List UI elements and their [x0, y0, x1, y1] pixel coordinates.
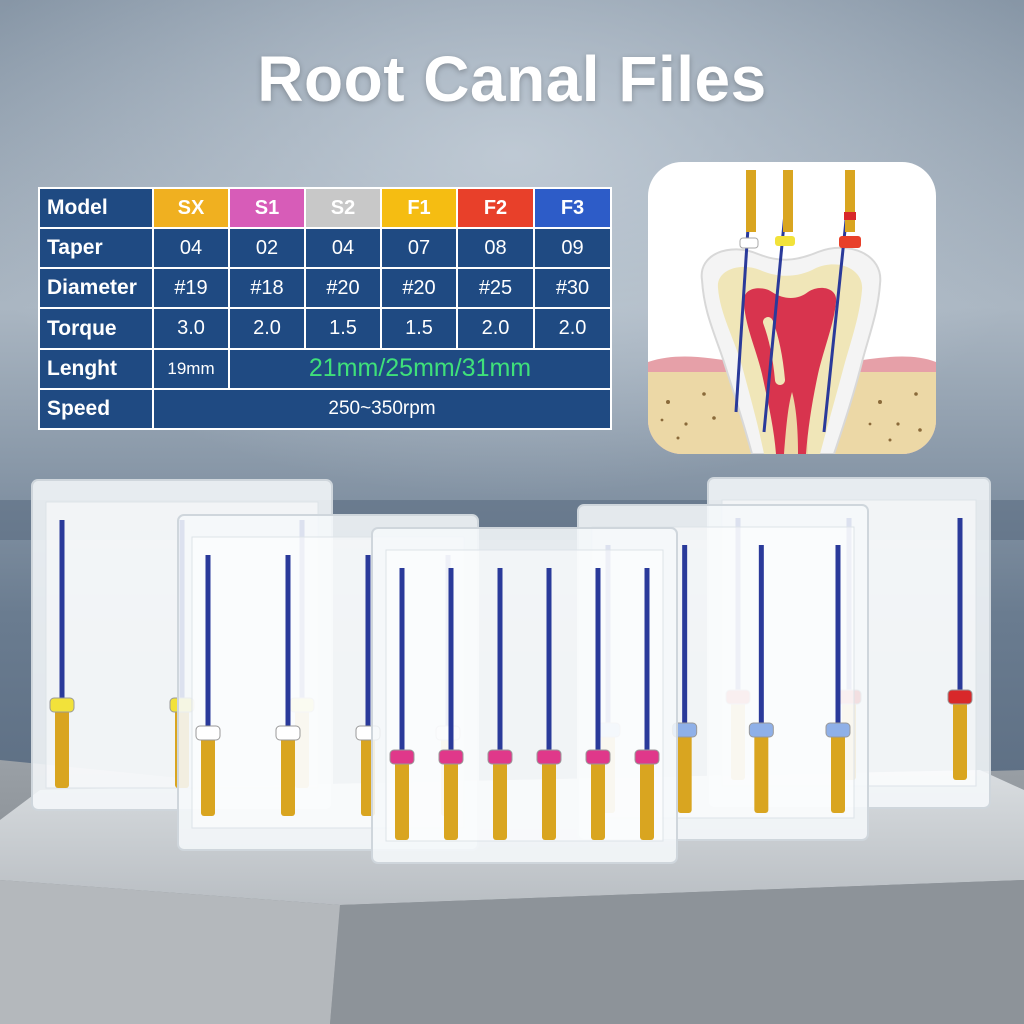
root-canal-file: [672, 545, 698, 813]
taper-cell: 02: [228, 227, 306, 270]
file-handle: [55, 708, 69, 788]
row-label-taper: Taper: [38, 227, 154, 270]
root-canal-file: [585, 568, 611, 840]
row-label-length: Lenght: [38, 347, 154, 390]
file-stopper: [195, 725, 221, 741]
model-f3: F3: [533, 186, 612, 230]
file-handle: [754, 733, 769, 813]
taper-cell: 08: [456, 227, 535, 270]
file-handle: [953, 700, 967, 780]
taper-cell: 04: [304, 227, 382, 270]
torque-row: Torque 3.0 2.0 1.5 1.5 2.0 2.0: [38, 307, 612, 350]
diameter-cell: #30: [533, 267, 612, 310]
file-left: [734, 170, 759, 413]
model-sx: SX: [152, 186, 230, 230]
file-handle: [640, 760, 654, 840]
taper-row: Taper 04 02 04 07 08 09: [38, 227, 612, 270]
row-label-speed: Speed: [38, 387, 154, 431]
root-canal-file: [195, 555, 221, 816]
file-handle: [542, 760, 556, 840]
file-box: [371, 527, 678, 864]
torque-cell: 2.0: [228, 307, 306, 350]
file-stopper: [585, 749, 611, 765]
torque-cell: 3.0: [152, 307, 230, 350]
file-boxes-scene: [31, 477, 991, 864]
file-stopper: [748, 722, 774, 738]
length-row: Lenght 19mm 21mm/25mm/31mm: [38, 347, 612, 390]
file-handle: [831, 733, 845, 813]
torque-cell: 2.0: [456, 307, 535, 350]
root-canal-file: [487, 568, 513, 840]
file-handle: [444, 760, 458, 840]
model-f2: F2: [456, 186, 535, 230]
root-canal-file: [825, 545, 851, 813]
file-stopper: [438, 749, 464, 765]
diameter-cell: #18: [228, 267, 306, 310]
file-handle: [493, 760, 507, 840]
speed-row: Speed 250~350rpm: [38, 387, 612, 431]
model-row: Model SX S1 S2 F1 F2 F3: [38, 186, 612, 230]
row-label-model: Model: [38, 186, 154, 230]
file-middle: [762, 170, 795, 433]
file-stopper: [536, 749, 562, 765]
length-sx: 19mm: [152, 347, 230, 390]
diameter-cell: #20: [304, 267, 382, 310]
root-canal-file: [634, 568, 660, 840]
length-others: 21mm/25mm/31mm: [228, 347, 612, 390]
taper-cell: 07: [380, 227, 458, 270]
file-stopper: [389, 749, 415, 765]
page-title: Root Canal Files: [257, 43, 767, 115]
file-handle: [281, 736, 295, 816]
file-stopper: [825, 722, 851, 738]
file-stopper: [487, 749, 513, 765]
root-canal-file: [49, 520, 75, 788]
torque-cell: 1.5: [304, 307, 382, 350]
file-stopper: [49, 697, 75, 713]
diameter-row: Diameter #19 #18 #20 #20 #25 #30: [38, 267, 612, 310]
diameter-cell: #25: [456, 267, 535, 310]
box-insert: [385, 549, 664, 842]
root-canal-file: [275, 555, 301, 816]
taper-cell: 04: [152, 227, 230, 270]
root-canal-file: [438, 568, 464, 840]
file-right: [822, 170, 861, 433]
root-canal-file: [389, 568, 415, 840]
diameter-cell: #20: [380, 267, 458, 310]
row-label-diameter: Diameter: [38, 267, 154, 310]
speed-value: 250~350rpm: [152, 387, 612, 431]
file-handle: [395, 760, 409, 840]
root-canal-file: [947, 518, 973, 780]
root-canal-file: [536, 568, 562, 840]
torque-cell: 2.0: [533, 307, 612, 350]
file-stopper: [634, 749, 660, 765]
root-canal-file: [748, 545, 774, 813]
file-stopper: [947, 689, 973, 705]
spec-table: Model SX S1 S2 F1 F2 F3 Taper 04 02 04 0…: [38, 186, 612, 431]
tooth-cross-section-icon: [648, 162, 936, 454]
torque-cell: 1.5: [380, 307, 458, 350]
file-handle: [591, 760, 605, 840]
model-f1: F1: [380, 186, 458, 230]
diameter-cell: #19: [152, 267, 230, 310]
model-s2: S2: [304, 186, 382, 230]
model-s1: S1: [228, 186, 306, 230]
taper-cell: 09: [533, 227, 612, 270]
file-stopper: [275, 725, 301, 741]
row-label-torque: Torque: [38, 307, 154, 350]
file-handle: [201, 736, 215, 816]
file-handle: [677, 733, 692, 813]
